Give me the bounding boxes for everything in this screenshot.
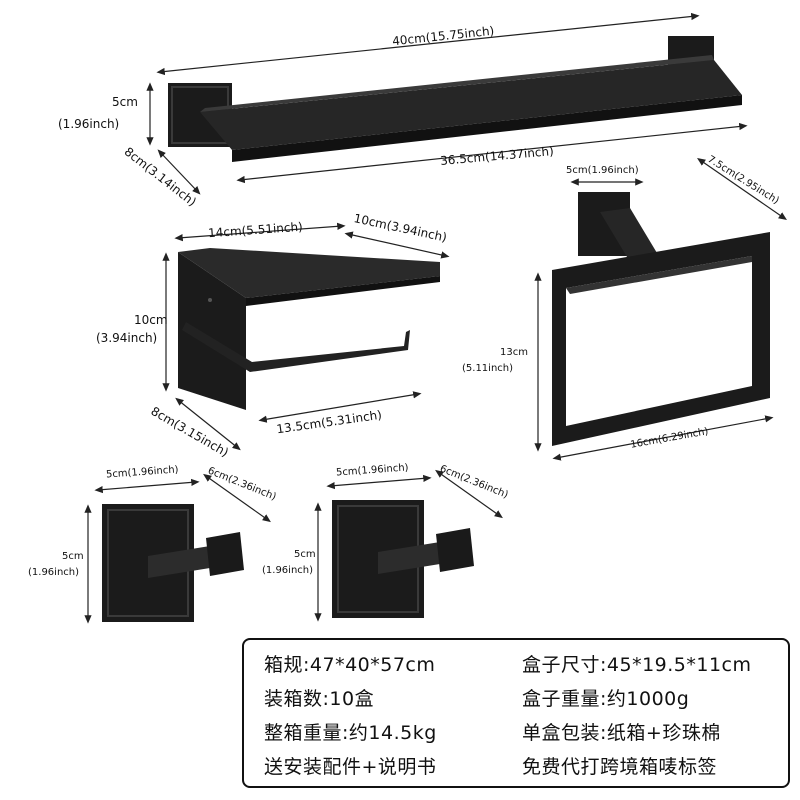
spec-carton-weight: 整箱重量:约14.5kg: [264, 722, 437, 744]
spec-carton-size: 箱规:47*40*57cm: [264, 654, 436, 676]
hook1-height-cm-label: 5cm: [62, 551, 84, 562]
hook2-height-in-label: (1.96inch): [262, 565, 314, 576]
packing-specs-box: 箱规:47*40*57cm 盒子尺寸:45*19.5*11cm 装箱数:10盒 …: [242, 638, 790, 788]
dim-line-hook1-depth: [203, 473, 271, 523]
towel-bar-height-in-label: (1.96inch): [58, 117, 120, 131]
dim-line-holder-bar: [258, 391, 422, 423]
ring-height-cm-label: 13cm: [500, 347, 528, 358]
hook-2-tip: [436, 528, 474, 572]
paper-holder-height-in-label: (3.94inch): [96, 331, 158, 345]
spec-single-packing: 单盒包装:纸箱+珍珠棉: [522, 722, 721, 744]
towel-bar-illustration: [168, 36, 742, 162]
hook-1-tip: [206, 532, 244, 576]
dim-line-towel-depth: [157, 149, 201, 195]
paper-holder-bar: [182, 322, 410, 372]
towel-bar-height-cm-label: 5cm: [112, 95, 138, 109]
dim-line-ring-depth: [697, 157, 787, 221]
spec-labeling: 免费代打跨境箱唛标签: [522, 756, 718, 778]
dim-line-towel-inner: [236, 122, 748, 184]
spec-box-size: 盒子尺寸:45*19.5*11cm: [522, 654, 752, 676]
paper-holder-backplate: [178, 252, 246, 410]
dim-line-holder-depth: [175, 397, 241, 451]
hook1-height-in-label: (1.96inch): [28, 567, 80, 578]
ring-base-label: 5cm(1.96inch): [566, 165, 639, 176]
towel-ring-illustration: [552, 192, 770, 446]
towel-ring-arm: [600, 208, 660, 262]
dim-line-hook1-width: [94, 478, 200, 494]
dim-line-holder-width: [174, 222, 346, 242]
dim-line-ring-width: [552, 415, 774, 461]
hook2-height-cm-label: 5cm: [294, 549, 316, 560]
paper-holder-height-cm-label: 10cm: [134, 313, 168, 327]
ring-height-in-label: (5.11inch): [462, 363, 514, 374]
hook-1-arm: [148, 546, 210, 578]
robe-hook-2-illustration: [332, 500, 474, 618]
spec-qty-per-carton: 装箱数:10盒: [264, 688, 375, 710]
dim-line-hook2-width: [326, 474, 432, 490]
spec-accessories: 送安装配件+说明书: [264, 756, 437, 778]
dim-line-holder-shelf: [344, 231, 450, 259]
paper-holder-shelf: [178, 248, 440, 298]
spec-box-weight: 盒子重量:约1000g: [522, 688, 690, 710]
dim-line-towel-length: [156, 12, 700, 76]
robe-hook-1-illustration: [102, 504, 244, 622]
dim-line-hook2-depth: [435, 469, 503, 519]
hook-2-arm: [378, 542, 440, 574]
paper-holder-illustration: [178, 248, 440, 410]
